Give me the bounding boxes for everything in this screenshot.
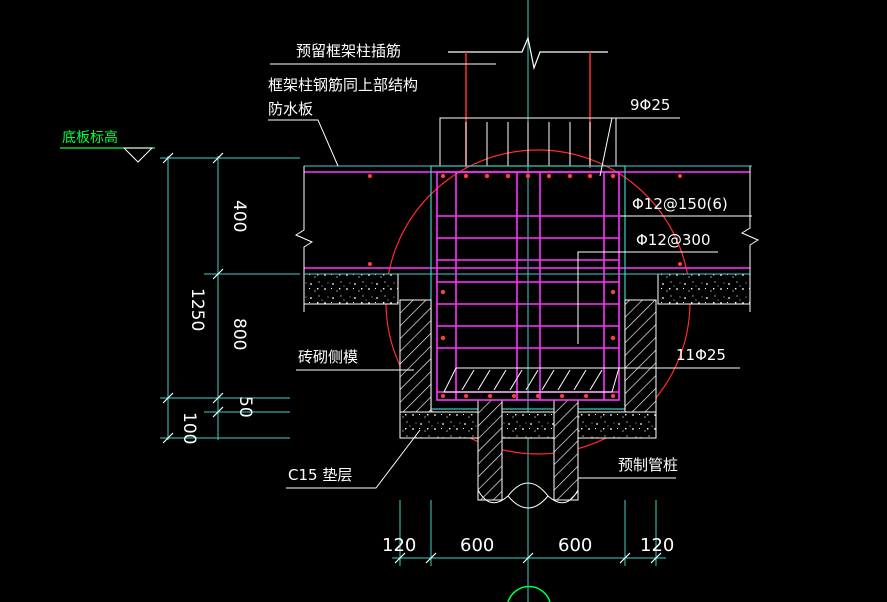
slab-cushion-left (303, 273, 399, 305)
top-bars-label: 9Φ25 (630, 96, 670, 114)
top-bar-dots (440, 173, 616, 341)
dim-h-left-half: 600 (460, 535, 494, 556)
horizontal-dimension-lines (392, 500, 666, 566)
brick-side-form-label: 砖砌侧模 (298, 348, 358, 366)
slab-break-left (294, 166, 314, 312)
stirrup-label: Φ12@150(6) (632, 195, 728, 213)
dim-lower: 50 (235, 396, 255, 418)
slab-bar-dot (678, 262, 682, 266)
waterproof-slab-label: 防水板 (268, 100, 313, 118)
slab-bar-dot (368, 174, 372, 178)
dim-total: 1250 (187, 288, 207, 331)
c15-leader (286, 429, 421, 489)
axis-bubble (507, 585, 551, 602)
column-bars (465, 122, 591, 166)
dim-h-right-edge: 120 (640, 535, 674, 556)
column-rebar-note-label: 框架柱钢筋同上部结构 (268, 76, 418, 94)
precast-piles (477, 399, 579, 509)
slab-bar-dot (678, 174, 682, 178)
brick-side-form-left (399, 299, 432, 413)
slab-cushion-right (657, 273, 751, 305)
brick-side-form-right (624, 299, 657, 413)
tie-leader (577, 251, 718, 344)
vertical-dimension-lines (160, 156, 300, 440)
dim-cushion: 100 (179, 412, 199, 444)
dim-h-left-edge: 120 (382, 535, 416, 556)
waterproof-slab-leader (268, 119, 339, 167)
bottom-bars (441, 367, 620, 398)
dim-h-right-half: 600 (558, 535, 592, 556)
column-break-line (448, 35, 608, 71)
dim-middle: 800 (229, 318, 249, 350)
top-bars-leader-tail (599, 117, 613, 177)
floor-elevation-label: 底板标高 (62, 129, 118, 146)
pile-cap-outline (430, 165, 626, 410)
dim-upper: 400 (229, 200, 249, 232)
precast-pile-label: 预制管桩 (618, 456, 678, 474)
vertical-dimension-ticks (162, 152, 224, 444)
reserved-dowels-label: 预留框架柱插筋 (296, 42, 401, 60)
elevation-marker (60, 147, 155, 163)
tie-label: Φ12@300 (636, 231, 711, 249)
horizontal-dimension-ticks (394, 552, 662, 564)
c15-label: C15 垫层 (288, 466, 352, 484)
slab-bar-dot (368, 262, 372, 266)
c15-cushion (399, 411, 657, 439)
bottom-bars-label: 11Φ25 (676, 346, 726, 364)
slab-break-right (740, 166, 760, 312)
